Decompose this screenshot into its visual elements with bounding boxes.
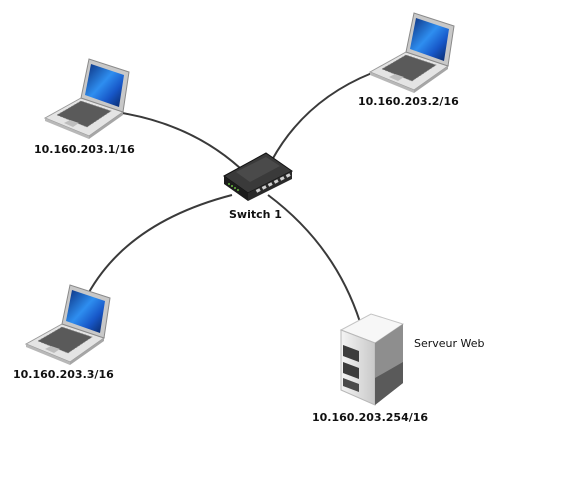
link-switch-laptop3 bbox=[87, 194, 233, 295]
server-icon bbox=[339, 313, 405, 406]
link-switch-server bbox=[267, 194, 361, 323]
laptop-2-icon bbox=[369, 12, 455, 94]
link-switch-laptop1 bbox=[121, 112, 241, 169]
laptop-1-ip-label: 10.160.203.1/16 bbox=[34, 143, 135, 156]
laptop-3-ip-label: 10.160.203.3/16 bbox=[13, 368, 114, 381]
server-name-label: Serveur Web bbox=[414, 337, 485, 350]
laptop-2-ip-label: 10.160.203.2/16 bbox=[358, 95, 459, 108]
switch-label: Switch 1 bbox=[229, 208, 282, 221]
laptop-3-icon bbox=[25, 284, 111, 366]
links bbox=[87, 72, 373, 323]
switch-icon bbox=[223, 152, 293, 201]
laptop-1-icon bbox=[44, 58, 130, 140]
link-switch-laptop2 bbox=[271, 72, 373, 161]
server-ip-label: 10.160.203.254/16 bbox=[312, 411, 429, 424]
